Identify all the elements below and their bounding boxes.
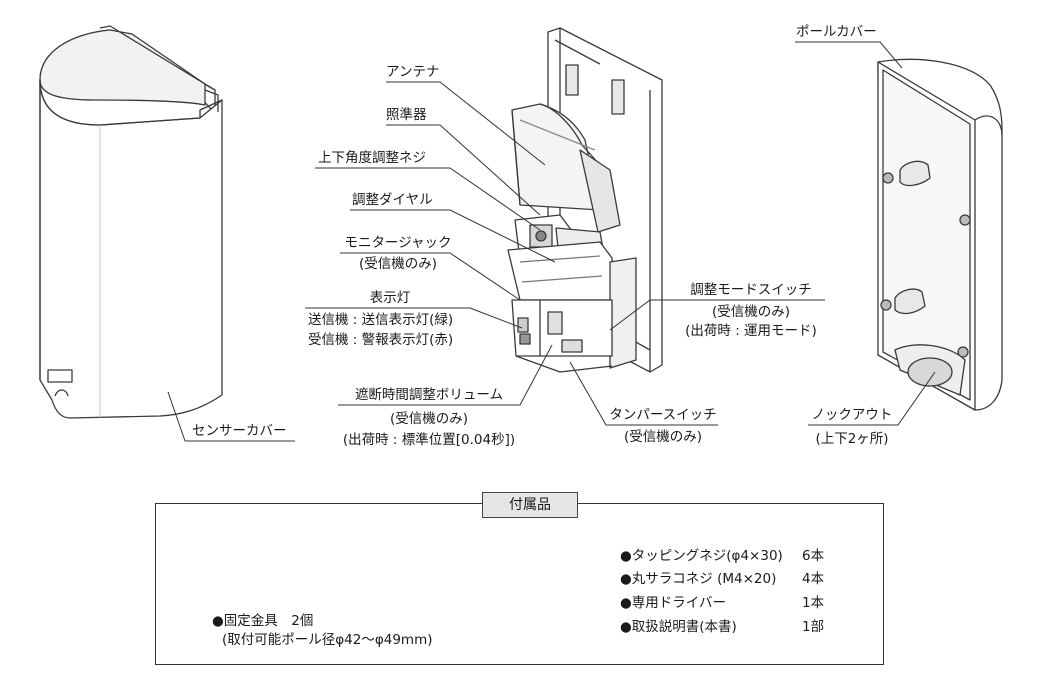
label-indicator-tx: 送信機 : 送信表示灯(緑) xyxy=(308,312,454,328)
accessory-qty: 6本 xyxy=(802,548,825,564)
label-knockout-note: (上下2ヶ所) xyxy=(815,431,889,447)
label-tamper: タンパースイッチ xyxy=(609,407,717,423)
accessory-name: ●タッピングネジ(φ4×30) xyxy=(620,548,783,564)
accessory-qty: 4本 xyxy=(802,571,825,587)
label-sight: 照準器 xyxy=(386,107,427,123)
label-mode-switch: 調整モードスイッチ xyxy=(690,282,812,298)
leader-lines xyxy=(167,41,936,442)
label-tamper-note: (受信機のみ) xyxy=(623,429,703,445)
label-volume-note2: (出荷時 : 標準位置[0.04秒]) xyxy=(342,432,516,448)
label-mode-switch-note1: (受信機のみ) xyxy=(711,304,791,320)
bracket-note: (取付可能ポール径φ42〜φ49mm) xyxy=(222,632,433,648)
label-tilt-screw: 上下角度調整ネジ xyxy=(318,150,426,166)
accessory-item: ●丸サラコネジ (M4×20) 4本 xyxy=(620,571,824,588)
bracket-label: ●固定金具 2個 xyxy=(212,613,314,629)
label-volume-note1: (受信機のみ) xyxy=(389,411,469,427)
label-monitor-jack-note: (受信機のみ) xyxy=(358,256,438,272)
pole-cover-drawing xyxy=(877,58,1003,411)
label-monitor-jack: モニタージャック xyxy=(344,235,452,251)
label-knockout: ノックアウト xyxy=(811,407,893,423)
label-indicator: 表示灯 xyxy=(369,290,411,306)
accessory-item: ●タッピングネジ(φ4×30) 6本 xyxy=(620,548,824,565)
accessory-name: ●取扱説明書(本書) xyxy=(620,619,737,635)
main-unit-drawing xyxy=(507,27,663,373)
label-antenna: アンテナ xyxy=(386,64,440,80)
accessories-box xyxy=(155,503,884,665)
accessory-name: ●丸サラコネジ (M4×20) xyxy=(620,571,777,587)
accessory-qty: 1本 xyxy=(802,595,825,611)
label-indicator-rx: 受信機 : 警報表示灯(赤) xyxy=(308,332,454,348)
accessory-item: ●取扱説明書(本書) 1部 xyxy=(620,619,824,636)
accessory-name: ●専用ドライバー xyxy=(620,595,727,611)
label-adjust-dial: 調整ダイヤル xyxy=(352,192,433,208)
accessory-qty: 1部 xyxy=(802,619,825,635)
accessory-item: ●専用ドライバー 1本 xyxy=(620,595,824,612)
sensor-cover-drawing xyxy=(39,25,223,419)
label-mode-switch-note2: (出荷時 : 運用モード) xyxy=(685,323,817,339)
label-volume: 遮断時間調整ボリューム xyxy=(354,387,504,403)
label-sensor-cover: センサーカバー xyxy=(192,423,287,439)
accessories-title: 付属品 xyxy=(482,492,578,518)
label-pole-cover: ポールカバー xyxy=(796,24,877,40)
